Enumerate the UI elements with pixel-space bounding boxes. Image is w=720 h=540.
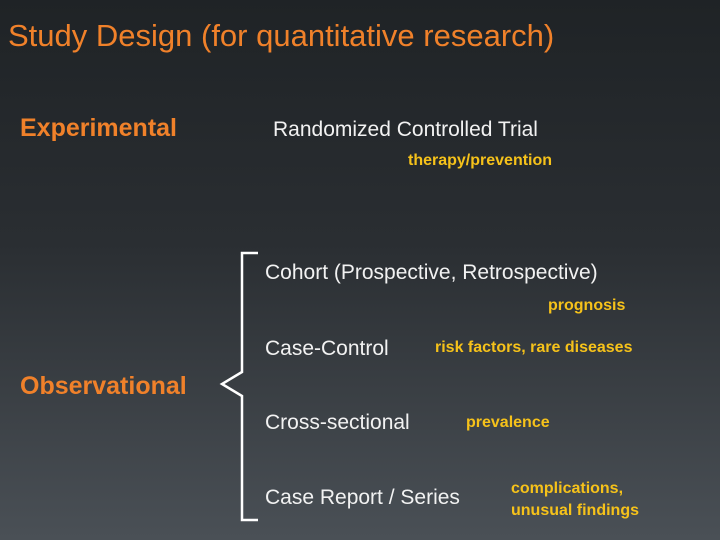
purpose-complications-line-2: unusual findings <box>511 502 639 519</box>
category-experimental: Experimental <box>20 114 178 142</box>
design-rct: Randomized Controlled Trial <box>273 118 538 141</box>
purpose-prognosis: prognosis <box>548 297 626 314</box>
slide-title: Study Design (for quantitative research) <box>8 18 555 53</box>
purpose-risk-factors: risk factors, rare diseases <box>435 339 633 356</box>
design-case-control: Case-Control <box>265 337 389 360</box>
design-case-report: Case Report / Series <box>265 486 460 509</box>
purpose-complications: complications, unusual findings <box>511 478 639 522</box>
purpose-prevalence: prevalence <box>466 414 550 431</box>
purpose-therapy: therapy/prevention <box>408 152 553 169</box>
design-cohort: Cohort (Prospective, Retrospective) <box>265 261 598 284</box>
purpose-complications-line-1: complications, <box>511 480 624 497</box>
category-observational: Observational <box>20 372 187 400</box>
design-cross-sectional: Cross-sectional <box>265 411 410 434</box>
